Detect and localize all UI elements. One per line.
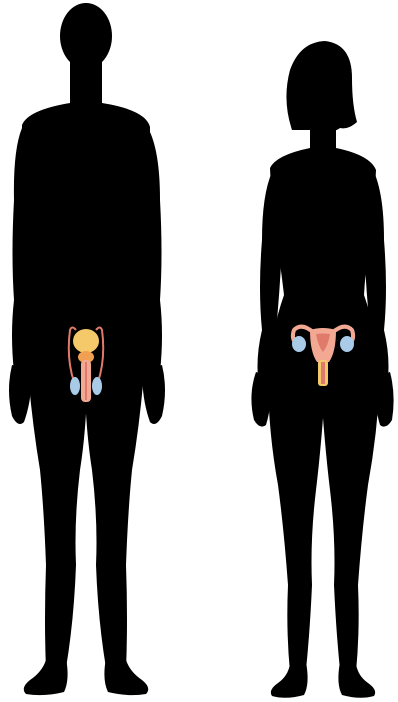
male-right-leg — [84, 345, 146, 670]
female-right-leg — [320, 375, 380, 672]
male-testis-right — [92, 377, 102, 395]
vaginal-canal — [321, 362, 325, 384]
male-right-hand — [142, 365, 165, 424]
male-urethra — [85, 362, 87, 400]
male-left-leg — [26, 345, 88, 670]
male-bladder — [73, 329, 99, 353]
male-right-foot — [104, 658, 148, 695]
male-testis-left — [70, 377, 80, 395]
female-left-leg — [268, 375, 326, 672]
female-left-foot — [271, 662, 308, 698]
ovary-right — [340, 336, 354, 352]
male-left-foot — [24, 658, 68, 695]
male-head — [60, 3, 112, 69]
female-right-foot — [338, 662, 375, 698]
ovary-left — [292, 336, 306, 352]
male-torso — [22, 103, 150, 350]
female-figure — [251, 41, 393, 698]
male-figure — [9, 3, 165, 695]
